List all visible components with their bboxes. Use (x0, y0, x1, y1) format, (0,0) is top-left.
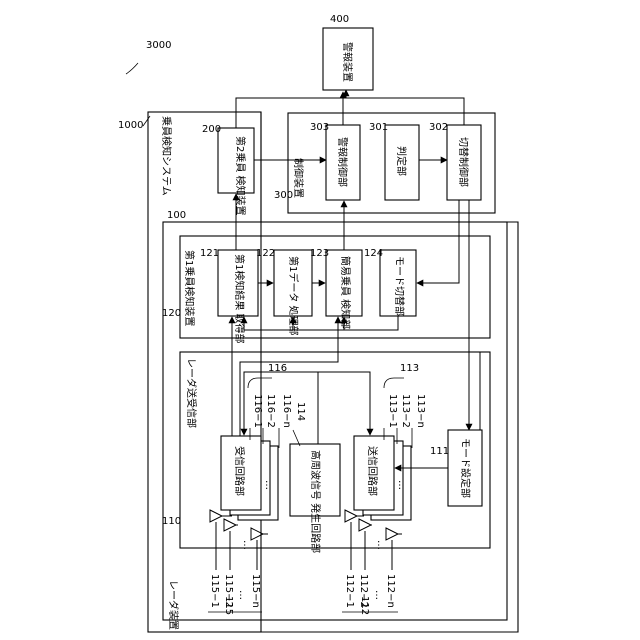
ref-113-2: 113−2 (400, 394, 411, 428)
switch-control-label: 切替制御部 (457, 137, 470, 187)
alarm-control-label: 警報制御部 (336, 137, 349, 187)
simple-detect-label: 簡易乗員 検知部 (339, 256, 352, 329)
ref-114: 114 (295, 402, 306, 421)
mode-setting-label: モード設定部 (459, 438, 472, 498)
ref-113-n: 113−n (415, 394, 426, 428)
radar-transceiver-label: レーダ送受信部 (185, 358, 198, 428)
mode-switch-label: モード切替部 (393, 256, 406, 316)
ref-123: 123 (310, 248, 329, 259)
ref-110: 110 (162, 516, 181, 527)
ref-300: 300 (274, 190, 293, 201)
transmit-circuit-label: 送信回路部 (366, 446, 379, 496)
transmit-dots: … (396, 480, 407, 490)
alarm-device-label: 警報装置 (341, 42, 354, 82)
ref-120: 120 (162, 308, 181, 319)
ref-124: 124 (364, 248, 383, 259)
judgement-label: 判定部 (395, 146, 408, 176)
ref-112: 112 (359, 596, 370, 615)
ref-302: 302 (429, 122, 448, 133)
ref-303: 303 (310, 122, 329, 133)
ref-112-dots: … (373, 590, 384, 600)
ref-400: 400 (330, 14, 349, 25)
ref-1000-leader (143, 116, 150, 126)
ref-113-bracket (384, 378, 404, 388)
antenna-115-dots: … (241, 540, 252, 550)
antenna-112-1 (345, 510, 357, 522)
antenna-115-2 (224, 519, 236, 531)
control-device-label: 制御装置 (292, 158, 305, 198)
ref-111: 111 (430, 446, 449, 457)
ref-122: 122 (256, 248, 275, 259)
antenna-112-n (386, 528, 398, 540)
line-200-to-400 (236, 90, 346, 128)
rf-gen-label: 高周波信号 発生回路部 (309, 450, 322, 553)
line-124-to-121 (244, 316, 398, 330)
ref-3000-leader (126, 63, 138, 74)
ref-116-2: 116−2 (265, 394, 276, 428)
ref-113-1: 113−1 (387, 394, 398, 428)
system-title: 乗員検知システム (160, 116, 173, 196)
ref-100: 100 (167, 210, 186, 221)
ref-115: 115 (223, 596, 234, 615)
ref-301: 301 (369, 122, 388, 133)
ref-115-1: 115−1 (209, 574, 220, 608)
receive-circuit-label: 受信回路部 (233, 446, 246, 496)
ref-116-1: 116−1 (252, 394, 263, 428)
antenna-112-2 (359, 519, 371, 531)
ref-200: 200 (202, 124, 221, 135)
ref-115-dots: … (237, 590, 248, 600)
ref-112-n: 112−n (385, 574, 396, 608)
ref-112-1: 112−1 (344, 574, 355, 608)
radar-device-label: レーダ装置 (167, 580, 180, 630)
antenna-115-1 (210, 510, 222, 522)
line-302-to-bus (346, 98, 464, 125)
line-rf-to-transmit (318, 372, 370, 435)
first-detector-label: 第1乗員検知装置 (183, 250, 196, 326)
ref-121: 121 (200, 248, 219, 259)
ref-1000: 1000 (118, 120, 143, 131)
antenna-112-dots: … (375, 540, 386, 550)
ref-113: 113 (400, 363, 419, 374)
receive-dots: … (263, 480, 274, 490)
line-302-to-124 (417, 200, 459, 283)
ref-116-bracket (248, 378, 272, 388)
ref-3000: 3000 (146, 40, 171, 51)
ref-116-n: 116−n (281, 394, 292, 428)
ref-115-n: 115−n (250, 574, 261, 608)
